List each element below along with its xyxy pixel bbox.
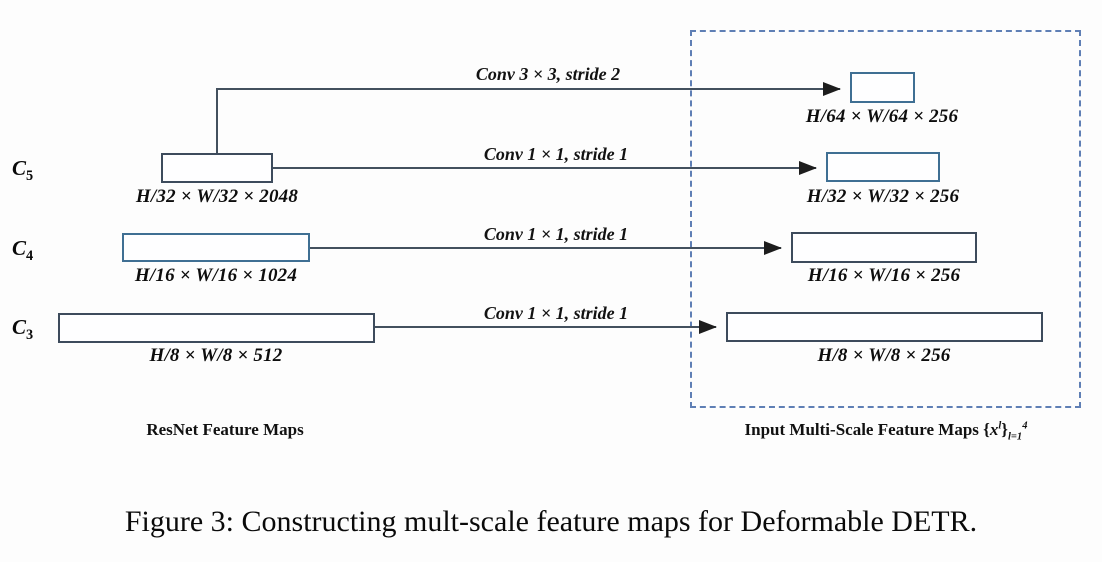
backbone-box-c4 (122, 233, 310, 262)
op-label-conv1x1-stride1-c3: Conv 1 × 1, stride 1 (483, 303, 629, 323)
op-label-conv1x1-stride1-c4: Conv 1 × 1, stride 1 (483, 224, 629, 244)
backbone-dims-c4: H/16 × W/16 × 1024 (134, 265, 298, 286)
output-dims-p3: H/8 × W/8 × 256 (817, 345, 951, 366)
stage-label-c5-subscript: 5 (26, 168, 34, 185)
multi-scale-region-dashed-border (690, 30, 1081, 408)
stage-label-c3-text: C (12, 315, 27, 339)
output-dims-p5: H/32 × W/32 × 256 (806, 186, 960, 207)
right-group-caption-count: 4 (1022, 420, 1028, 432)
stage-label-c4-text: C (12, 236, 27, 260)
left-group-caption: ResNet Feature Maps (146, 420, 304, 439)
stage-label-c4: C4 (12, 236, 33, 265)
output-dims-p6: H/64 × W/64 × 256 (805, 106, 959, 127)
stage-label-c5: C5 (12, 156, 33, 185)
stage-label-c3: C3 (12, 315, 33, 344)
right-group-caption: Input Multi-Scale Feature Maps {xl}l=14 (690, 420, 1082, 442)
right-group-caption-subscript: l=1 (1008, 431, 1023, 443)
right-group-caption-variable: x (989, 420, 999, 439)
output-box-p5 (826, 152, 940, 182)
right-group-caption-mid: } (1001, 420, 1008, 439)
output-box-p6 (850, 72, 915, 103)
output-box-p4 (791, 232, 977, 263)
op-label-conv1x1-stride1-c5: Conv 1 × 1, stride 1 (483, 144, 629, 164)
backbone-box-c3 (58, 313, 375, 343)
stage-label-c5-text: C (12, 156, 27, 180)
stage-label-c3-subscript: 3 (26, 327, 34, 344)
op-label-conv3x3-stride2: Conv 3 × 3, stride 2 (475, 64, 621, 84)
output-dims-p4: H/16 × W/16 × 256 (807, 265, 961, 286)
figure-caption: Figure 3: Constructing mult-scale featur… (124, 505, 978, 538)
backbone-box-c5 (161, 153, 273, 183)
backbone-dims-c5: H/32 × W/32 × 2048 (135, 186, 299, 207)
backbone-dims-c3: H/8 × W/8 × 512 (149, 345, 283, 366)
right-group-caption-superscript: l (998, 420, 1002, 432)
right-group-caption-prefix: Input Multi-Scale Feature Maps { (744, 420, 990, 439)
stage-label-c4-subscript: 4 (26, 248, 34, 265)
output-box-p3 (726, 312, 1043, 342)
